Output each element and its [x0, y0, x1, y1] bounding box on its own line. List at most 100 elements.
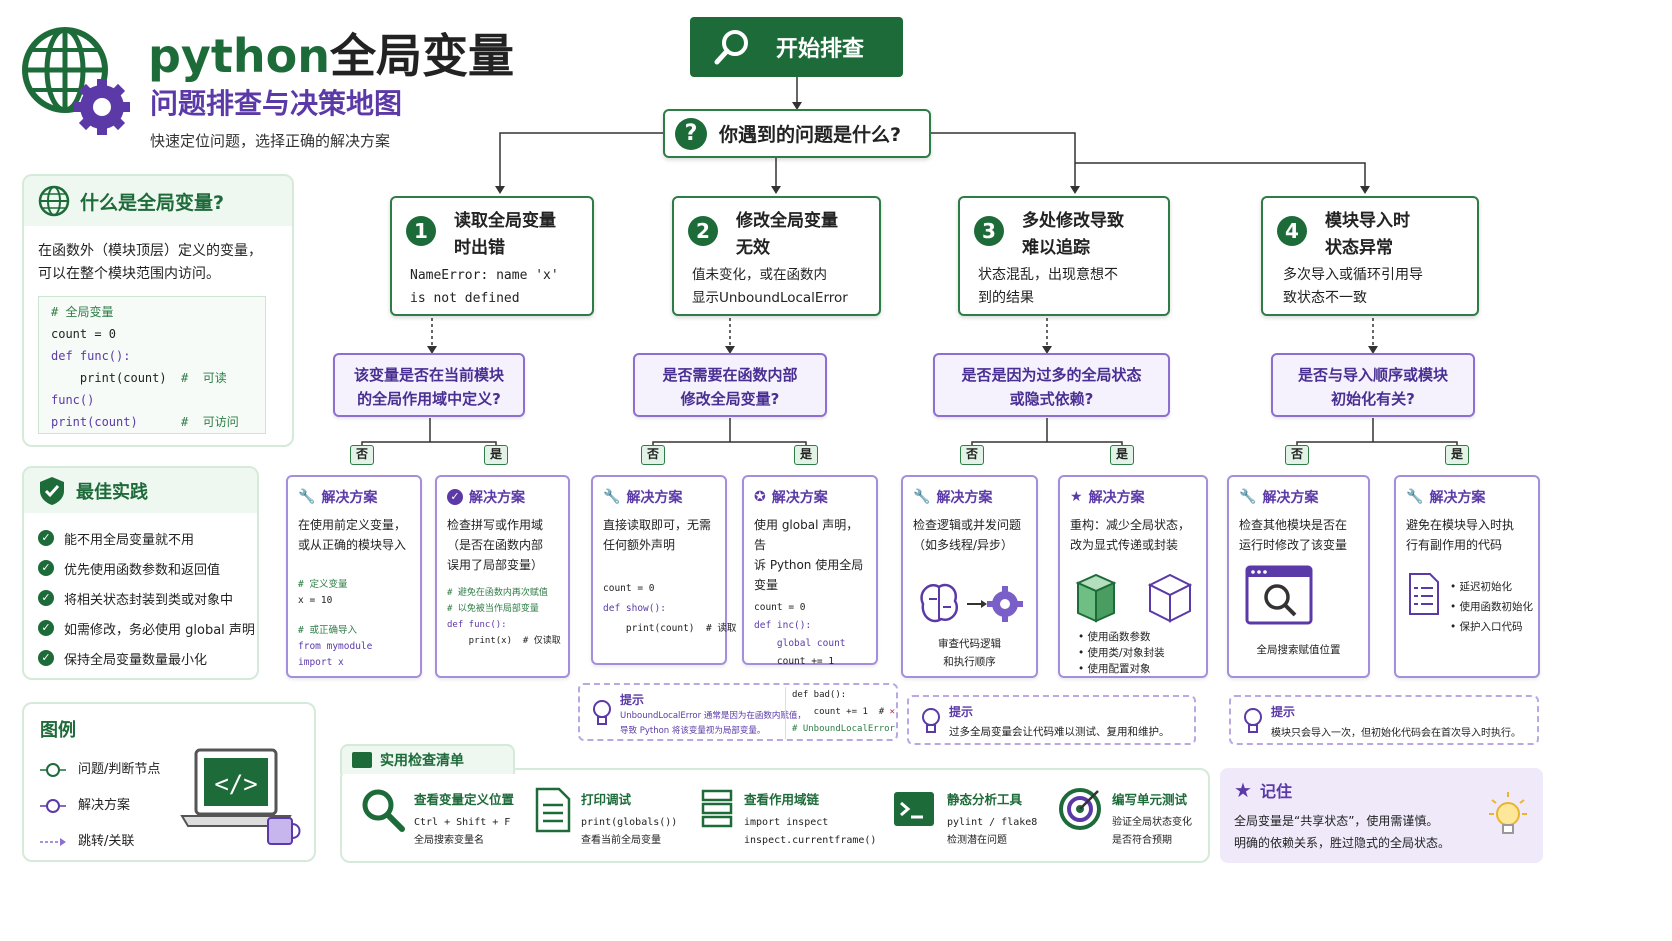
check-icon: ✓ [38, 590, 54, 606]
problem-desc-line2: 到的结果 [978, 290, 1034, 306]
legend-item-solution: 解决方案 [40, 788, 160, 824]
tool-unit-test: 编写单元测试验证全局状态变化是否符合预期 [1058, 785, 1203, 850]
problem-title-line2: 难以追踪 [1022, 238, 1090, 258]
solution-card-6[interactable]: ★解决方案 重构：减少全局状态，改为显式传递或封装 • 使用函数参数• 使用类/… [1058, 475, 1208, 678]
problem-desc-line1: 多次导入或循环引用导 [1283, 267, 1423, 283]
no-tag: 否 [960, 445, 984, 465]
problem-desc-line1: NameError: name 'x' [410, 268, 559, 283]
problem-desc-line2: 致状态不一致 [1283, 290, 1367, 306]
checklist-title: 实用检查清单 [380, 753, 464, 769]
question-icon: ? [675, 117, 707, 150]
problem-title-line2: 无效 [736, 238, 770, 258]
star-icon: ★ [1234, 778, 1252, 802]
document-list-icon [1409, 573, 1439, 615]
decision-node-4[interactable]: 是否与导入顺序或模块初始化有关? [1271, 353, 1475, 417]
terminal-icon [894, 792, 934, 826]
solution-card-4[interactable]: ✪解决方案 使用 global 声明，告诉 Python 使用全局变量 coun… [742, 475, 878, 667]
tip-title: 提示 [1271, 705, 1296, 719]
no-tag: 否 [350, 445, 374, 465]
node-circle-icon [40, 763, 66, 777]
no-tag: 否 [641, 445, 665, 465]
tip-title: 提示 [620, 693, 645, 707]
check-icon: ✓ [38, 530, 54, 546]
what-is-global-panel: 什么是全局变量? 在函数外（模块顶层）定义的变量， 可以在整个模块范围内访问。 … [22, 174, 294, 447]
what-code-block: # 全局变量 count = 0 def func(): print(count… [38, 296, 266, 434]
problem-title-line1: 读取全局变量 [454, 211, 556, 231]
database-cube-icon [1075, 573, 1193, 623]
page-title: python全局变量 [148, 20, 514, 86]
what-title: 什么是全局变量? [80, 191, 225, 214]
decision-node-2[interactable]: 是否需要在函数内部修改全局变量? [633, 353, 827, 417]
solution-circle-icon [40, 799, 66, 813]
tip-box-2: 提示 过多全局变量会让代码难以测试、复用和维护。 [907, 695, 1196, 745]
wrench-icon: 🔧 [913, 489, 931, 505]
problem-card-3[interactable]: 3 多处修改导致难以追踪 状态混乱，出现意想不到的结果 [958, 196, 1170, 316]
problem-title-line2: 状态异常 [1325, 238, 1393, 258]
decision-node-3[interactable]: 是否是因为过多的全局状态或隐式依赖? [933, 353, 1170, 417]
svg-text:</>: </> [214, 770, 257, 798]
best-item: ✓如需修改，务必使用 global 声明 [38, 613, 257, 643]
lightbulb-icon [922, 708, 940, 733]
question-label: 你遇到的问题是什么? [719, 124, 902, 146]
star-icon: ★ [1070, 489, 1083, 505]
problem-card-4[interactable]: 4 模块导入时状态异常 多次导入或循环引用导致状态不一致 [1261, 196, 1479, 316]
remember-title: 记住 [1259, 782, 1292, 801]
start-button[interactable]: 开始排查 [690, 17, 903, 77]
problem-desc-line1: 状态混乱，出现意想不 [978, 267, 1118, 283]
tip-box-3: 提示 模块只会导入一次，但初始化代码会在首次导入时执行。 [1229, 695, 1539, 745]
problem-title-line1: 修改全局变量 [736, 211, 838, 231]
wrench-icon: 🔧 [1239, 489, 1257, 505]
solution-card-5[interactable]: 🔧解决方案 检查逻辑或并发问题（如多线程/异步） 审查代码逻辑和执行顺序 [901, 475, 1038, 678]
problem-card-1[interactable]: 1 读取全局变量时出错 NameError: name 'x'is not de… [390, 196, 594, 316]
problem-number: 1 [406, 216, 436, 246]
problem-card-2[interactable]: 2 修改全局变量无效 值未变化，或在函数内显示UnboundLocalError [672, 196, 881, 316]
code-line: # 全局变量 [51, 305, 114, 319]
legend-item-question: 问题/判断节点 [40, 752, 160, 788]
best-practice-panel: 最佳实践 ✓能不用全局变量就不用 ✓优先使用函数参数和返回值 ✓将相关状态封装到… [22, 466, 259, 680]
what-desc-line2: 可以在整个模块范围内访问。 [38, 266, 220, 282]
code-line: func() [51, 393, 95, 407]
check-badge-icon: ✓ [447, 489, 463, 505]
best-title: 最佳实践 [76, 481, 148, 503]
code-line: print(count) # 可读 [51, 371, 227, 385]
wrench-icon: 🔧 [603, 489, 621, 505]
tip-title: 提示 [949, 705, 974, 719]
search-window-icon [1245, 565, 1313, 625]
problem-desc-line1: 值未变化，或在函数内 [692, 267, 827, 283]
question-node[interactable]: ? 你遇到的问题是什么? [663, 109, 931, 158]
problem-number: 2 [688, 216, 718, 246]
problem-title-line1: 多处修改导致 [1022, 211, 1124, 231]
legend-title: 图例 [40, 720, 76, 741]
yes-tag: 是 [1445, 445, 1469, 465]
checklist-header: 实用检查清单 [340, 744, 515, 774]
what-desc-line1: 在函数外（模块顶层）定义的变量， [38, 243, 262, 259]
dashed-arrow-icon [40, 838, 66, 846]
brain-gear-icon [920, 583, 1023, 623]
code-line: def func(): [51, 349, 131, 363]
verified-badge-icon: ✪ [754, 489, 766, 505]
solution-card-7[interactable]: 🔧解决方案 检查其他模块是否在运行时修改了该变量 全局搜索赋值位置 [1227, 475, 1370, 678]
remember-line1: 全局变量是“共享状态”，使用需谨慎。 [1234, 814, 1439, 828]
problem-number: 4 [1277, 216, 1307, 246]
title-en: python [148, 29, 331, 83]
decision-node-1[interactable]: 该变量是否在当前模块的全局作用域中定义? [333, 353, 525, 417]
no-tag: 否 [1285, 445, 1309, 465]
error-x-icon: ✕ [889, 707, 895, 717]
start-label: 开始排查 [776, 37, 865, 62]
solution-card-2[interactable]: ✓解决方案 检查拼写或作用域（是否在函数内部误用了局部变量） # 避免在函数内再… [435, 475, 570, 678]
document-icon [535, 787, 571, 833]
code-line: count = 0 [51, 327, 117, 341]
solution-card-8[interactable]: 🔧解决方案 避免在模块导入时执行有副作用的代码 • 延迟初始化• 使用函数初始化… [1394, 475, 1540, 678]
best-item: ✓保持全局变量数量最小化 [38, 643, 257, 673]
search-icon [714, 30, 748, 65]
shield-check-icon [40, 476, 64, 505]
magnifier-icon [362, 789, 405, 832]
problem-title-line2: 时出错 [454, 238, 505, 258]
problem-desc-line2: 显示UnboundLocalError [692, 290, 848, 306]
wrench-icon: 🔧 [1406, 489, 1424, 505]
